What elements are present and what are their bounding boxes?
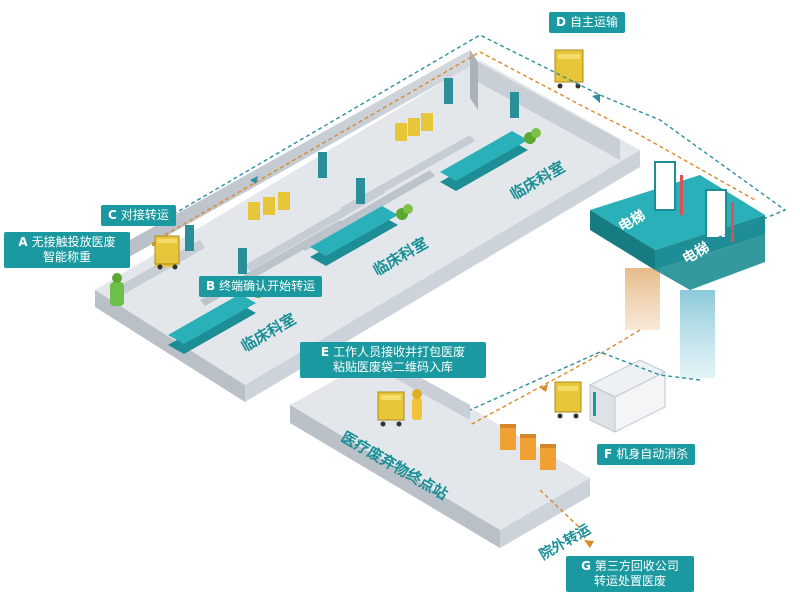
callout-a-line2: 智能称重 [42,250,91,264]
callout-a-line1: 无接触投放医废 [31,235,116,249]
callout-c-text: 对接转运 [120,208,169,222]
robot-icons [154,49,584,427]
route-orange [164,51,756,236]
worker-icon [110,273,124,306]
callout-b-letter: B [206,279,216,293]
station-worker-icon [412,389,422,420]
callout-f-letter: F [604,447,613,461]
callout-g-line1: 第三方回收公司 [594,559,679,573]
elevator-block [590,161,765,378]
terminal-station-floor [290,355,590,548]
route-teal-down [469,351,701,411]
callout-e-line2: 粘贴医废袋二维码入库 [332,360,453,374]
reception-desks [168,131,528,354]
callout-f-text: 机身自动消杀 [616,447,689,461]
callout-g-line2: 转运处置医废 [593,574,666,588]
callout-d-letter: D [556,15,566,29]
callout-g-letter: G [581,559,591,573]
door-icons [185,78,519,274]
callout-a-letter: A [18,235,28,249]
callout-c-letter: C [108,208,117,222]
route-orange-down [469,329,641,426]
callout-d-text: 自主运输 [569,15,618,29]
callout-b-text: 终端确认开始转运 [219,279,316,293]
orange-bin-icons [500,424,556,470]
route-teal [154,34,787,246]
route-arrows [250,94,600,548]
callout-e-line1: 工作人员接收并打包医废 [333,345,466,359]
disinfection-cabinet [588,359,667,433]
callout-e-letter: E [320,345,330,359]
